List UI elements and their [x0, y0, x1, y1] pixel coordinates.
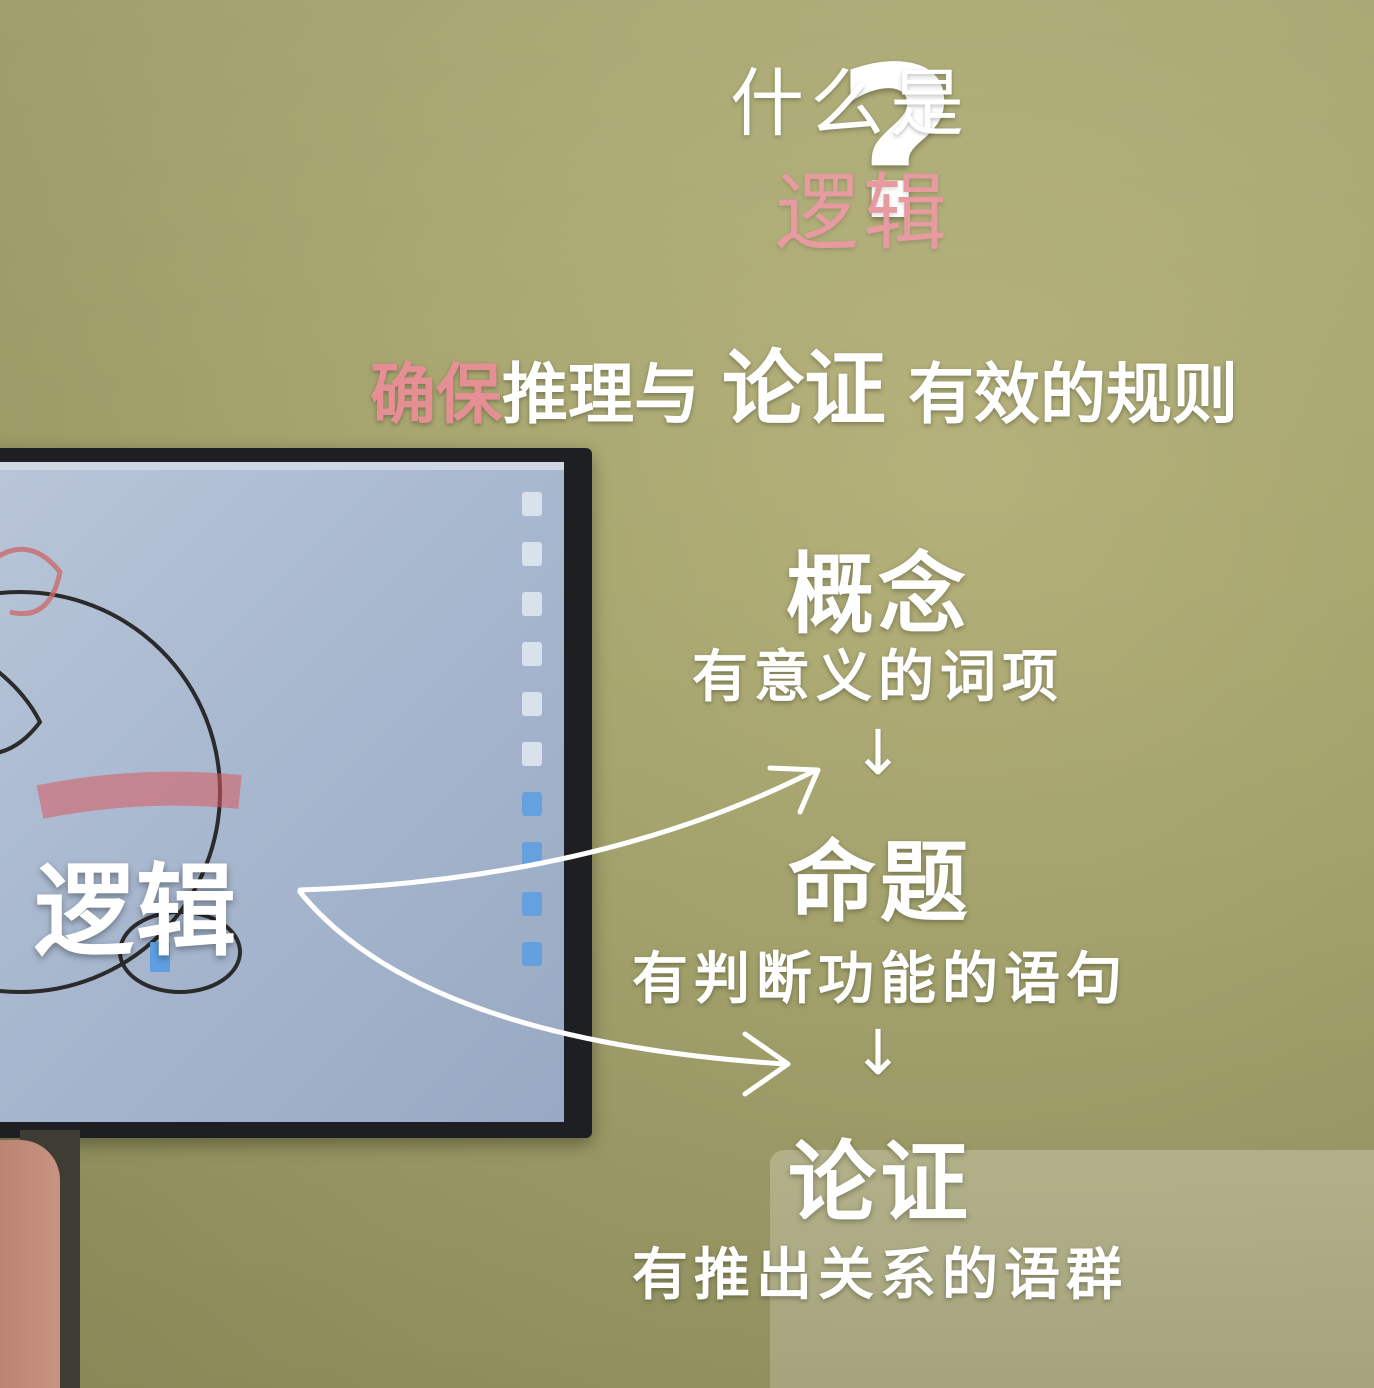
definition-emphasis: 论证 — [722, 341, 887, 437]
term-concept-description: 有意义的词项 — [692, 644, 1064, 710]
term-argument-description: 有推出关系的语群 — [632, 1242, 1128, 1308]
dock-app-icon — [522, 592, 542, 616]
screen-menubar — [0, 462, 564, 470]
dock-app-icon — [522, 542, 542, 566]
term-proposition: 命题 — [787, 830, 972, 934]
desk-object — [770, 1150, 1374, 1388]
dock-app-icon — [522, 692, 542, 716]
arrowhead-to-argument — [742, 1031, 791, 1097]
definition-part1: 推理与 — [502, 355, 700, 433]
dock-app-icon — [522, 642, 542, 666]
logic-label: 逻辑 — [34, 852, 238, 970]
wall-monitor — [0, 448, 592, 1138]
dock-app-icon — [522, 492, 542, 516]
definition-line: 确保推理与论证有效的规则 — [370, 322, 1238, 441]
term-concept: 概念 — [785, 542, 970, 646]
term-proposition-description: 有判断功能的语句 — [632, 946, 1128, 1012]
down-arrow-icon: ↓ — [852, 716, 904, 789]
curved-arrow-to-argument — [297, 889, 787, 1067]
screen-sketch-drawing — [0, 546, 242, 994]
dock-folder-icon — [522, 842, 542, 866]
title-line1: 什么是 — [730, 61, 970, 147]
title-line2: 逻辑 — [775, 164, 952, 262]
screen-dock — [520, 482, 550, 982]
monitor-screen — [0, 462, 564, 1122]
down-arrow-icon: ↓ — [852, 1016, 904, 1089]
dock-app-icon — [522, 742, 542, 766]
curved-arrow-to-proposition — [297, 767, 819, 893]
term-argument: 论证 — [787, 1130, 972, 1234]
dock-folder-icon — [522, 792, 542, 816]
person-silhouette — [0, 1140, 60, 1388]
definition-highlight: 确保 — [370, 355, 502, 433]
definition-part2: 有效的规则 — [908, 355, 1239, 433]
dock-folder-icon — [522, 892, 542, 916]
question-mark-glyph: ? — [836, 22, 958, 267]
dock-folder-icon — [522, 942, 542, 966]
arrowhead-to-proposition — [767, 765, 821, 815]
